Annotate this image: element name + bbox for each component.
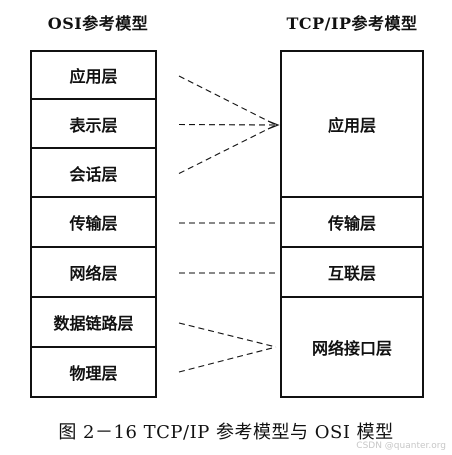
osi-model-stack: 应用层 表示层 会话层 传输层 网络层 数据链路层 物理层: [30, 50, 157, 398]
osi-layer-transport: 传输层: [32, 198, 155, 248]
osi-layer-session: 会话层: [32, 149, 155, 198]
tcpip-layer-internet: 互联层: [282, 248, 422, 298]
tcpip-model-title: TCP/IP参考模型: [286, 14, 418, 33]
osi-layer-network: 网络层: [32, 248, 155, 298]
mapping-line-6: [178, 346, 277, 373]
mapping-line-2: [178, 124, 277, 174]
watermark: CSDN @quanter.org: [356, 441, 446, 451]
tcpip-model-stack: 应用层 传输层 互联层 网络接口层: [280, 50, 424, 398]
osi-layer-data-link: 数据链路层: [32, 298, 155, 348]
tcpip-layer-application: 应用层: [282, 52, 422, 198]
figure-caption: 图 2－16 TCP/IP 参考模型与 OSI 模型: [58, 422, 394, 443]
mapping-line-1: [178, 123, 277, 126]
mapping-line-5: [178, 322, 277, 348]
osi-model-title: OSI参考模型: [47, 14, 149, 33]
arrowhead-icon: [267, 120, 280, 130]
osi-layer-physical: 物理层: [69, 364, 118, 383]
osi-layer-application: 应用层: [32, 52, 155, 100]
tcpip-layer-transport: 传输层: [282, 198, 422, 248]
tcpip-layer-network-interface: 网络接口层: [311, 339, 392, 358]
osi-layer-presentation: 表示层: [32, 100, 155, 149]
mapping-line-0: [178, 75, 277, 126]
